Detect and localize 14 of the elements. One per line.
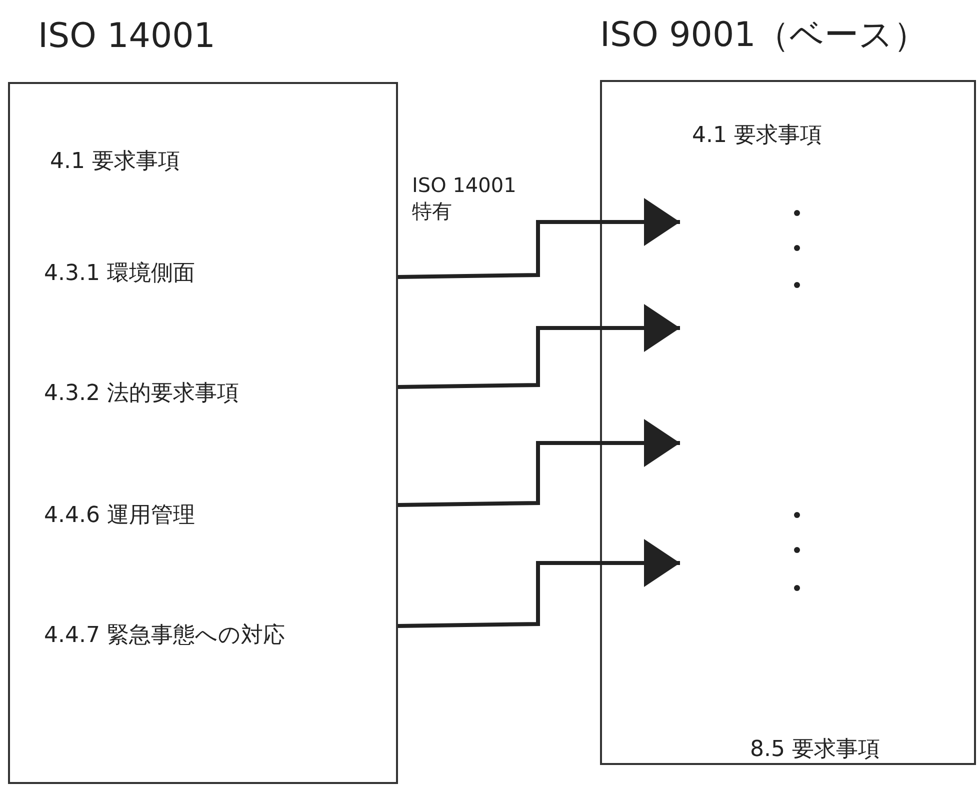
- arrow: [398, 198, 680, 279]
- clause-label: 4.1 要求事項: [692, 122, 822, 150]
- clause-label: 8.5 要求事項: [750, 736, 880, 764]
- arrow: [398, 304, 680, 389]
- arrow: [398, 419, 680, 507]
- arrow: [398, 539, 680, 628]
- section-heading: ISO 14001: [38, 16, 216, 56]
- clause-label: 4.3.1 環境側面: [44, 260, 195, 288]
- clause-label: 4.3.2 法的要求事項: [44, 380, 239, 408]
- clause-label: 4.1 要求事項: [50, 148, 180, 176]
- section-heading: ISO 9001（ベース）: [600, 14, 928, 57]
- clause-label: 4.4.6 運用管理: [44, 502, 195, 530]
- clause-label: 4.4.7 緊急事態への対応: [44, 622, 285, 650]
- annotation-text: ISO 14001 特有: [412, 172, 518, 224]
